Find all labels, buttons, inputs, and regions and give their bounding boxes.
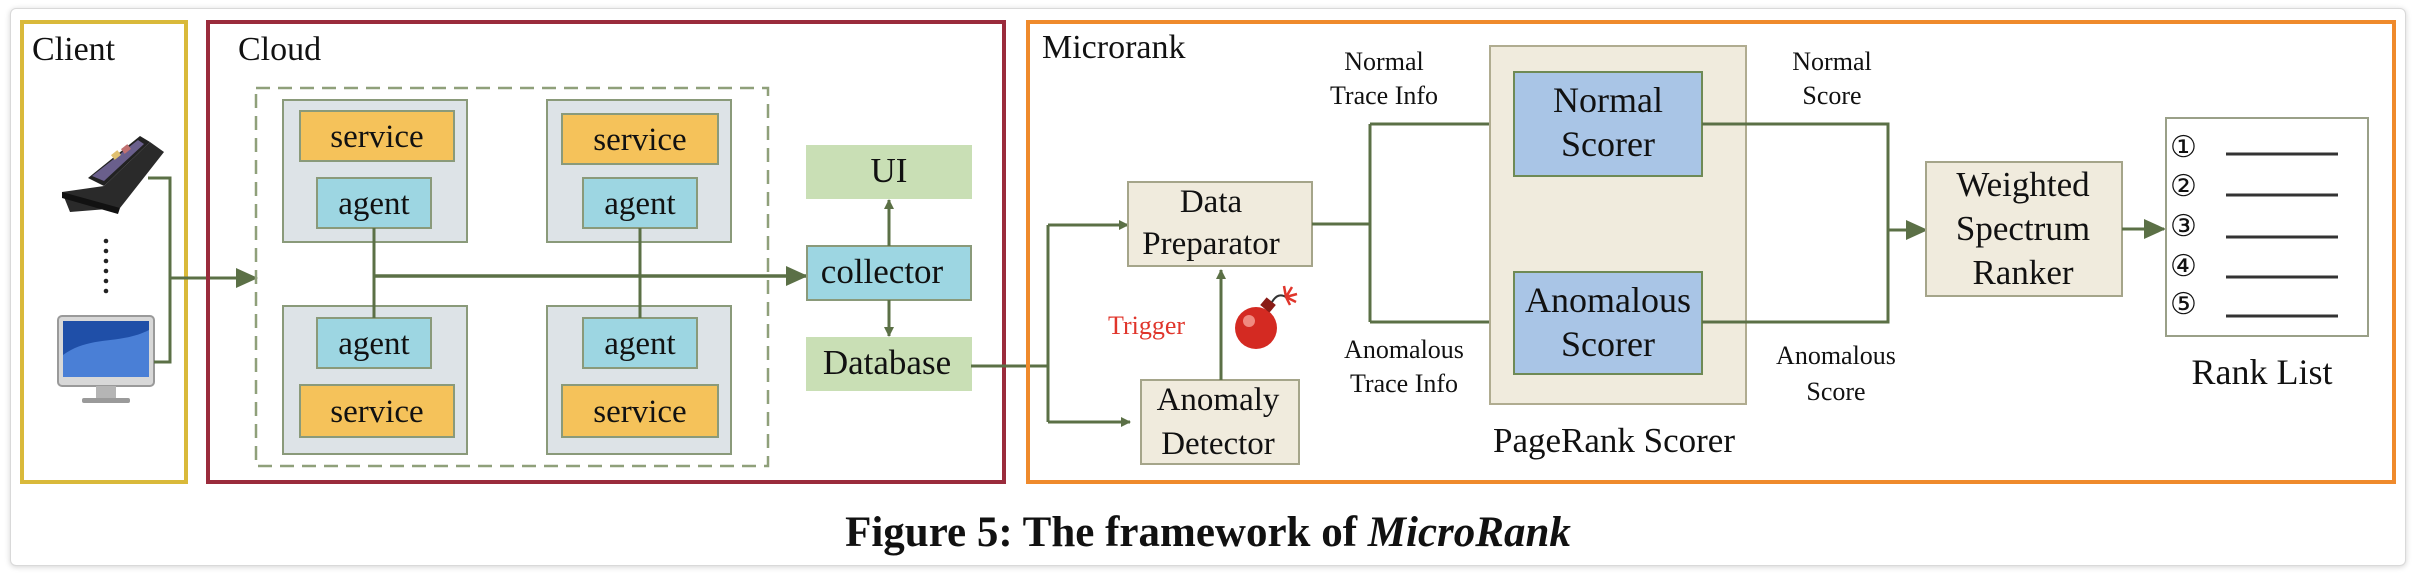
normal-trace-info-line2: Trace Info xyxy=(1330,81,1438,110)
anomaly-detector-line1: Anomaly xyxy=(1157,382,1280,418)
client-title: Client xyxy=(32,31,116,68)
data-preparator-line1: Data xyxy=(1180,184,1243,220)
normal-score-line2: Score xyxy=(1802,81,1861,110)
anomalous-scorer-line1: Anomalous xyxy=(1525,280,1691,320)
anomalous-score-line1: Anomalous xyxy=(1776,341,1896,370)
microrank-panel xyxy=(1026,20,2396,484)
service-label: service xyxy=(330,119,423,155)
data-preparator-line2: Preparator xyxy=(1142,226,1279,262)
collector-label: collector xyxy=(821,252,944,291)
node-top-right: service agent xyxy=(546,99,732,243)
anomalous-scorer-box xyxy=(1513,271,1703,375)
ranker-line1: Weighted xyxy=(1956,165,2090,204)
anomalous-scorer-line2: Scorer xyxy=(1561,324,1655,364)
caption-prefix: Figure 5: The framework of xyxy=(845,509,1368,556)
anomalous-trace-info-line2: Trace Info xyxy=(1350,369,1458,398)
client-panel xyxy=(20,20,188,484)
ranker-box xyxy=(1925,161,2123,297)
node-top-left: service agent xyxy=(282,99,468,243)
service-label: service xyxy=(593,394,686,430)
more-clients-dots xyxy=(103,238,109,294)
agent-box xyxy=(582,317,698,369)
desktop-icon xyxy=(57,315,155,403)
cluster-boundary xyxy=(254,86,770,468)
rank-list-title: Rank List xyxy=(2192,352,2333,392)
pagerank-scorer-label: PageRank Scorer xyxy=(1493,421,1735,460)
database-box xyxy=(806,337,972,391)
rank-number-4: ④ xyxy=(2170,250,2197,283)
service-box xyxy=(561,113,719,165)
caption-name: MicroRank xyxy=(1367,509,1571,556)
agent-label: agent xyxy=(338,326,409,362)
bomb-icon xyxy=(1235,285,1298,349)
node-bottom-right: agent service xyxy=(546,305,732,455)
anomaly-detector-line2: Detector xyxy=(1161,426,1275,462)
agent-label: agent xyxy=(604,326,675,362)
normal-scorer-line1: Normal xyxy=(1553,80,1663,120)
normal-scorer-box xyxy=(1513,71,1703,177)
service-box xyxy=(299,384,455,438)
service-label: service xyxy=(593,122,686,158)
ranker-line3: Ranker xyxy=(1972,253,2073,292)
normal-scorer-line2: Scorer xyxy=(1561,124,1655,164)
anomalous-score-line2: Score xyxy=(1806,377,1865,406)
agent-label: agent xyxy=(604,186,675,222)
ui-label: UI xyxy=(871,151,908,190)
microrank-title: Microrank xyxy=(1042,29,1186,66)
service-label: service xyxy=(330,394,423,430)
agent-label: agent xyxy=(338,186,409,222)
rank-number-2: ② xyxy=(2170,170,2197,203)
rank-number-3: ③ xyxy=(2170,210,2197,243)
laptop-icon xyxy=(62,136,164,214)
figure-caption: Figure 5: The framework of MicroRank xyxy=(0,508,2416,557)
anomalous-trace-info-line1: Anomalous xyxy=(1344,335,1464,364)
normal-score-line1: Normal xyxy=(1792,47,1871,76)
trigger-label: Trigger xyxy=(1108,311,1185,340)
agent-box xyxy=(316,317,432,369)
service-box xyxy=(299,110,455,162)
data-preparator-box xyxy=(1127,181,1313,267)
cloud-panel xyxy=(206,20,1006,484)
database-label: Database xyxy=(823,343,951,382)
normal-trace-info-line1: Normal xyxy=(1344,47,1423,76)
ranker-line2: Spectrum xyxy=(1956,209,2090,248)
cloud-title: Cloud xyxy=(238,31,321,68)
node-bottom-left: agent service xyxy=(282,305,468,455)
service-box xyxy=(561,384,719,438)
rank-number-1: ① xyxy=(2170,131,2197,164)
ui-box xyxy=(806,145,972,199)
rank-number-5: ⑤ xyxy=(2170,288,2197,321)
